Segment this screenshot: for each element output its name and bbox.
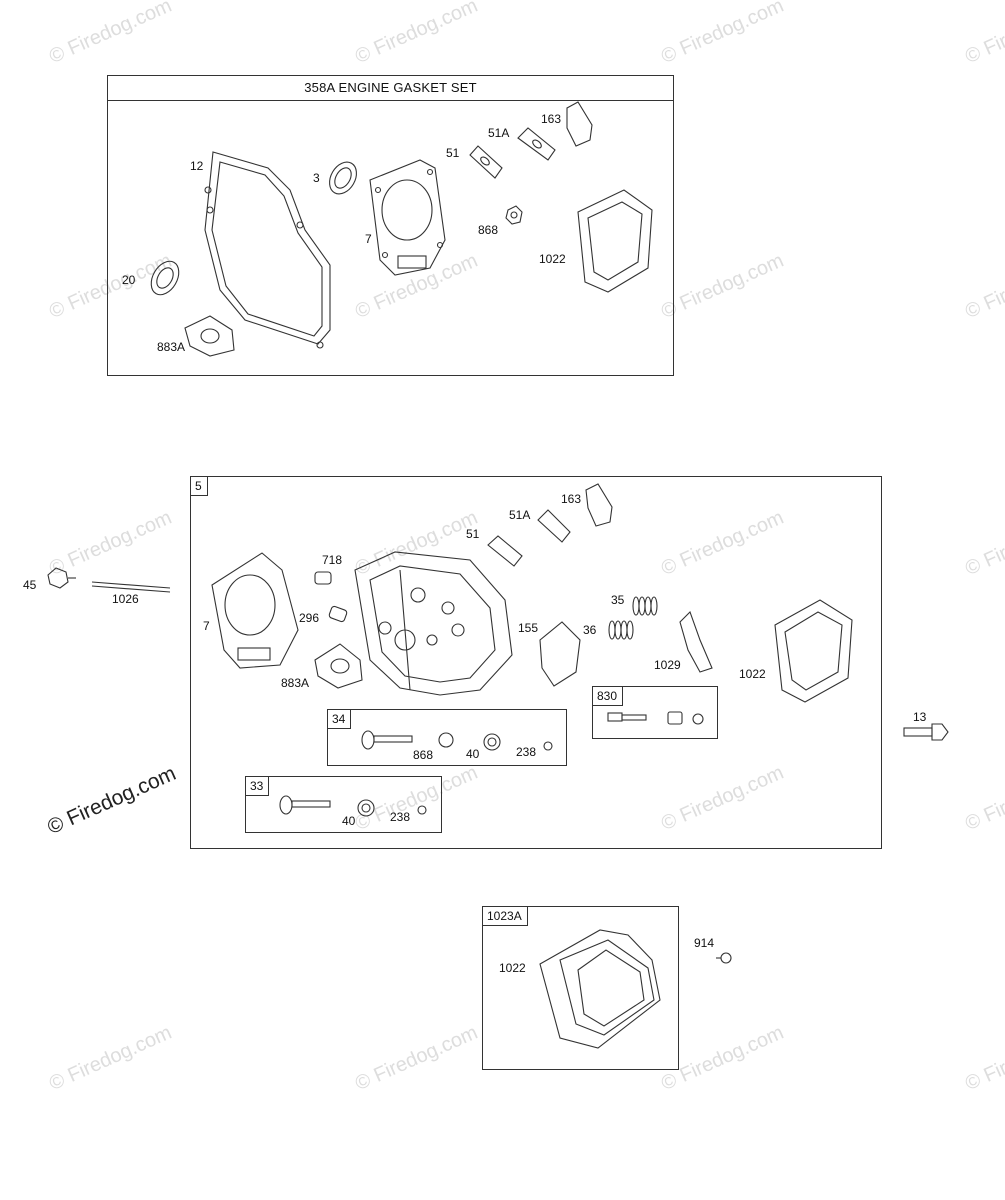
assembly-tag: 830	[593, 687, 624, 706]
sub-assembly-34-panel: 34	[327, 709, 567, 766]
part-label: 1022	[539, 252, 566, 266]
assembly-tag: 1023A	[483, 907, 528, 926]
part-label: 163	[561, 492, 582, 506]
rod-45-1026	[47, 567, 171, 593]
crankcase-gasket-12	[204, 151, 331, 349]
part-label: 51A	[488, 126, 510, 140]
part-label: 914	[694, 936, 715, 950]
pin-296	[328, 605, 348, 623]
part-label: 7	[203, 619, 210, 633]
valve-cover-panel: 1023A	[482, 906, 679, 1070]
part-label: 3	[313, 171, 320, 185]
cylinder-head	[354, 551, 513, 696]
part-label: 868	[413, 748, 434, 762]
part-label: 7	[365, 232, 372, 246]
bolt-13	[903, 723, 949, 741]
part-label: 155	[518, 621, 539, 635]
gasket-51A-b	[537, 509, 571, 543]
part-label: 883A	[281, 676, 310, 690]
assembly-tag: 34	[328, 710, 352, 729]
oil-seal-20	[150, 260, 180, 296]
rocker-stud-830	[607, 711, 704, 725]
gasket-883A-b	[314, 643, 363, 689]
gasket-51-b	[487, 535, 523, 567]
assembly-tag: 5	[191, 477, 208, 496]
valve-33	[279, 795, 427, 817]
part-label: 51	[446, 146, 460, 160]
gasket-set-panel: 358A ENGINE GASKET SET	[107, 75, 674, 376]
gasket-51A	[517, 127, 556, 161]
part-label: 51A	[509, 508, 531, 522]
head-gasket-7-b	[211, 552, 299, 669]
gasket-51	[469, 145, 503, 179]
gasket-set-title: 358A ENGINE GASKET SET	[108, 76, 673, 101]
part-label: 163	[541, 112, 562, 126]
part-label: 296	[299, 611, 320, 625]
rocker-1029	[679, 610, 713, 673]
spring-35	[632, 596, 658, 616]
plate-155	[539, 621, 581, 687]
part-label: 1022	[739, 667, 766, 681]
part-label: 238	[390, 810, 411, 824]
part-label: 20	[122, 273, 136, 287]
cylinder-head-panel: 5	[190, 476, 882, 849]
part-label: 1022	[499, 961, 526, 975]
oil-seal-3	[329, 161, 357, 195]
part-label: 1026	[112, 592, 139, 606]
valve-cover	[539, 929, 661, 1049]
valve-34	[361, 730, 553, 751]
part-label: 40	[342, 814, 356, 828]
part-label: 13	[913, 710, 927, 724]
part-label: 40	[466, 747, 480, 761]
gasket-163-b	[585, 483, 613, 527]
part-label: 51	[466, 527, 480, 541]
cover-gasket-1022-b	[774, 599, 853, 703]
part-label: 883A	[157, 340, 186, 354]
gasket-883A-top	[184, 315, 235, 357]
part-label: 1029	[654, 658, 681, 672]
cover-gasket-1022	[577, 189, 653, 293]
valve-seal-868	[505, 205, 523, 225]
assembly-tag: 33	[246, 777, 270, 796]
sub-assembly-33-panel: 33	[245, 776, 442, 833]
part-label: 36	[583, 623, 597, 637]
spring-36	[608, 620, 634, 640]
dowel-pin-718	[314, 571, 332, 585]
screw-914	[716, 952, 732, 964]
sub-assembly-830-panel: 830	[592, 686, 718, 739]
part-label: 868	[478, 223, 499, 237]
part-label: 35	[611, 593, 625, 607]
part-label: 45	[23, 578, 37, 592]
part-label: 238	[516, 745, 537, 759]
part-label: 12	[190, 159, 204, 173]
gasket-163	[566, 101, 593, 147]
head-gasket-7	[369, 159, 446, 276]
part-label: 718	[322, 553, 343, 567]
